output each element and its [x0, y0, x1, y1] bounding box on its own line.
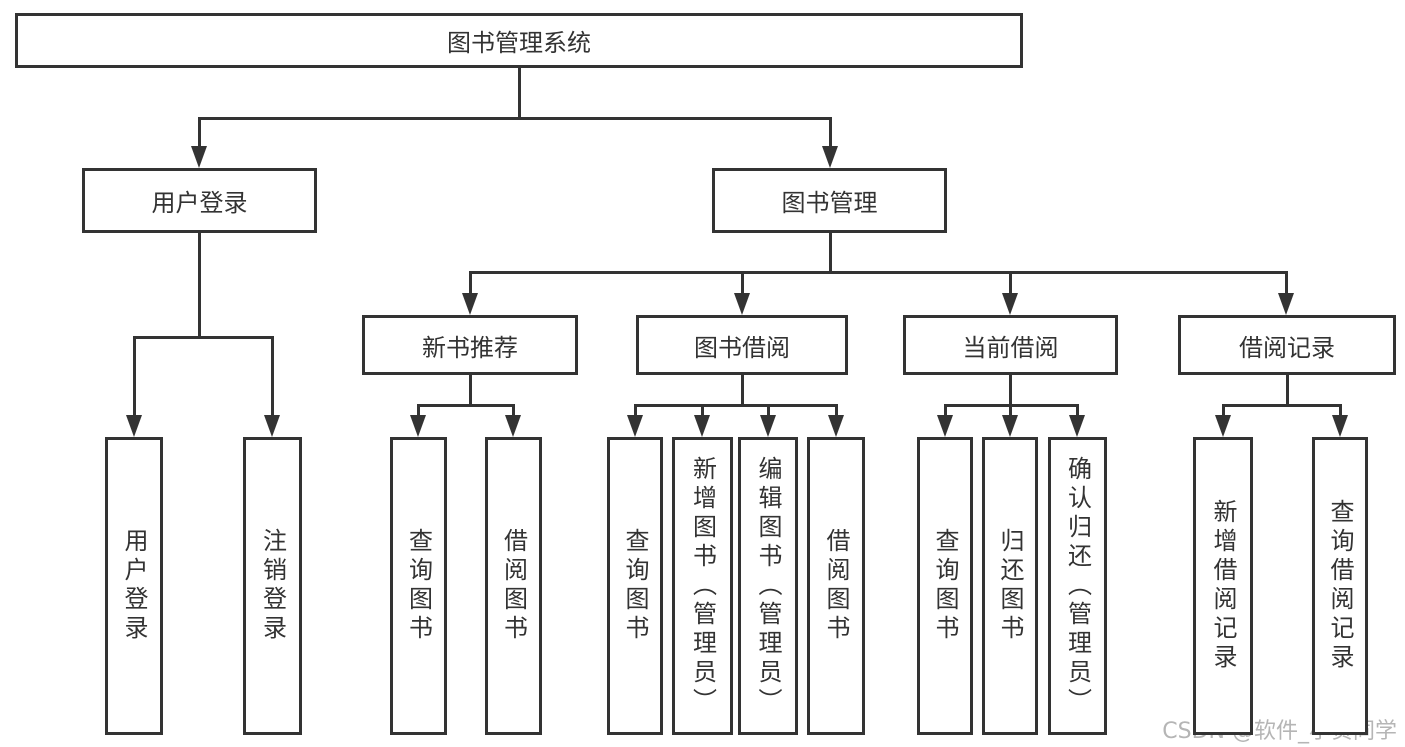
arrow-down-icon: [734, 293, 750, 315]
diagram-box-bb-edit: 编辑图书（管理员）: [738, 437, 798, 735]
connector-line: [511, 405, 515, 417]
diagram-box-bb-query: 查询图书: [607, 437, 663, 735]
arrow-down-icon: [126, 415, 142, 437]
arrow-down-icon: [1215, 415, 1231, 437]
diagram-box-current-borrow: 当前借阅: [903, 315, 1118, 375]
arrow-down-icon: [1069, 415, 1085, 437]
connector-line: [132, 337, 136, 417]
diagram-box-bb-borrow: 借阅图书: [807, 437, 865, 735]
connector-line: [766, 405, 770, 417]
arrow-down-icon: [1332, 415, 1348, 437]
connector-line: [468, 272, 472, 295]
connector-line: [517, 68, 521, 118]
connector-line: [1338, 405, 1342, 417]
diagram-box-br-add: 新增借阅记录: [1193, 437, 1253, 735]
connector-line: [1008, 405, 1012, 417]
connector-line: [828, 233, 832, 272]
arrow-down-icon: [1002, 293, 1018, 315]
arrow-down-icon: [822, 146, 838, 168]
arrow-down-icon: [937, 415, 953, 437]
connector-line: [132, 335, 274, 339]
connector-line: [416, 403, 515, 407]
diagram-box-cb-confirm: 确认归还（管理员）: [1048, 437, 1107, 735]
arrow-down-icon: [191, 146, 207, 168]
connector-line: [1008, 375, 1012, 405]
diagram-box-ul-logout: 注销登录: [243, 437, 302, 735]
connector-line: [828, 118, 832, 148]
diagram-box-nbr-query: 查询图书: [390, 437, 447, 735]
arrow-down-icon: [505, 415, 521, 437]
arrow-down-icon: [627, 415, 643, 437]
connector-line: [468, 270, 1288, 274]
diagram-box-cb-query: 查询图书: [917, 437, 973, 735]
connector-line: [416, 405, 420, 417]
arrow-down-icon: [760, 415, 776, 437]
diagram-box-nbr-borrow: 借阅图书: [485, 437, 542, 735]
connector-line: [1284, 272, 1288, 295]
connector-line: [197, 116, 832, 120]
arrow-down-icon: [694, 415, 710, 437]
connector-line: [1285, 375, 1289, 405]
connector-line: [943, 405, 947, 417]
arrow-down-icon: [410, 415, 426, 437]
connector-line: [834, 405, 838, 417]
connector-line: [1075, 405, 1079, 417]
diagram-box-new-book-rec: 新书推荐: [362, 315, 578, 375]
connector-line: [740, 272, 744, 295]
connector-line: [700, 405, 704, 417]
connector-line: [270, 337, 274, 417]
arrow-down-icon: [462, 293, 478, 315]
diagram-box-cb-return: 归还图书: [982, 437, 1038, 735]
arrow-down-icon: [828, 415, 844, 437]
connector-line: [1008, 272, 1012, 295]
connector-line: [197, 118, 201, 148]
diagram-box-ul-login: 用户登录: [105, 437, 163, 735]
connector-line: [197, 233, 201, 337]
connector-line: [1221, 403, 1342, 407]
connector-line: [633, 403, 838, 407]
diagram-box-borrow-records: 借阅记录: [1178, 315, 1396, 375]
connector-line: [633, 405, 637, 417]
connector-line: [740, 375, 744, 405]
diagram-box-br-query: 查询借阅记录: [1312, 437, 1368, 735]
diagram-box-root: 图书管理系统: [15, 13, 1023, 68]
connector-line: [1221, 405, 1225, 417]
connector-line: [468, 375, 472, 405]
arrow-down-icon: [264, 415, 280, 437]
diagram-box-book-borrow: 图书借阅: [636, 315, 848, 375]
arrow-down-icon: [1002, 415, 1018, 437]
diagram-box-user-login: 用户登录: [82, 168, 317, 233]
diagram-box-book-mgmt: 图书管理: [712, 168, 947, 233]
arrow-down-icon: [1278, 293, 1294, 315]
diagram-box-bb-add: 新增图书（管理员）: [672, 437, 733, 735]
